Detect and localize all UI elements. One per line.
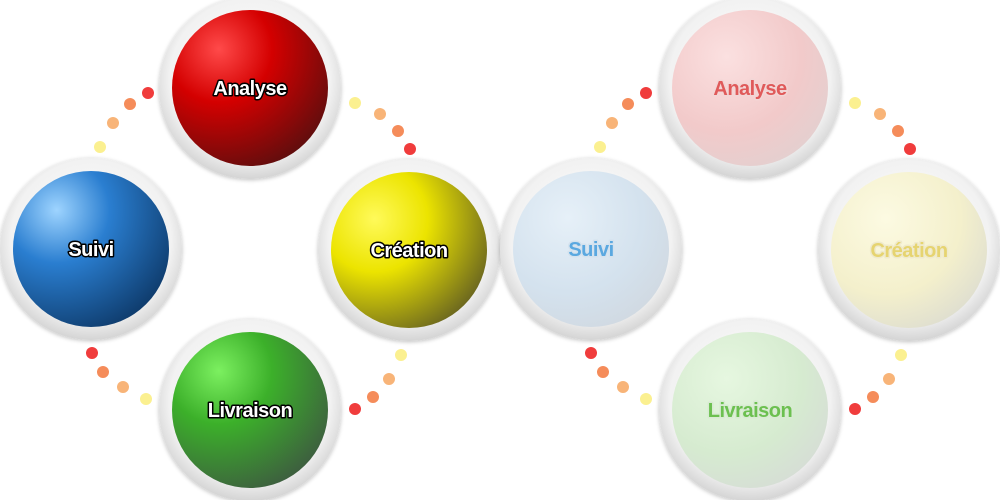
node-sphere: [172, 332, 328, 488]
node-sphere: [172, 10, 328, 166]
connector-dot: [374, 108, 386, 120]
node-label: Livraison: [708, 400, 792, 422]
node-suivi: Suivi: [500, 158, 682, 340]
node-sphere: [13, 171, 169, 327]
connector-dot: [892, 125, 904, 137]
node-label: Analyse: [213, 78, 287, 100]
connector-dot: [640, 393, 652, 405]
node-suivi: Suivi: [0, 158, 182, 340]
connector-dot: [895, 349, 907, 361]
node-label: Suivi: [568, 239, 613, 261]
connector-dot: [383, 373, 395, 385]
connector-dot: [874, 108, 886, 120]
connector-dot: [594, 141, 606, 153]
node-label: Suivi: [68, 239, 113, 261]
connector-dot: [392, 125, 404, 137]
node-sphere: [831, 172, 987, 328]
connector-dot: [622, 98, 634, 110]
connector-top-left: [594, 87, 652, 153]
connector-dot: [86, 347, 98, 359]
connector-dot: [904, 143, 916, 155]
connector-dot: [367, 391, 379, 403]
connector-dot: [617, 381, 629, 393]
connector-dot: [640, 87, 652, 99]
node-livraison: Livraison: [159, 319, 341, 500]
node-analyse: Analyse: [659, 0, 841, 179]
node-livraison: Livraison: [659, 319, 841, 500]
connector-dot: [97, 366, 109, 378]
connector-bottom-left: [585, 347, 652, 405]
connector-dot: [140, 393, 152, 405]
connector-dot: [883, 373, 895, 385]
connector-dot: [867, 391, 879, 403]
node-sphere: [513, 171, 669, 327]
connector-dot: [606, 117, 618, 129]
node-label: Analyse: [713, 78, 787, 100]
connector-dot: [117, 381, 129, 393]
connector-dot: [395, 349, 407, 361]
node-analyse: Analyse: [159, 0, 341, 179]
connector-dot: [404, 143, 416, 155]
connector-top-left: [94, 87, 154, 153]
connector-dot: [124, 98, 136, 110]
connector-dot: [94, 141, 106, 153]
connector-dot: [849, 97, 861, 109]
node-sphere: [672, 10, 828, 166]
node-label: Livraison: [208, 400, 292, 422]
connector-dot: [142, 87, 154, 99]
connector-top-right: [349, 97, 416, 155]
connector-bottom-right: [849, 349, 907, 415]
connector-dot: [597, 366, 609, 378]
node-creation: Création: [818, 159, 1000, 341]
node-label: Création: [370, 240, 447, 262]
node-creation: Création: [318, 159, 500, 341]
node-sphere: [331, 172, 487, 328]
connector-dot: [585, 347, 597, 359]
connector-top-right: [849, 97, 916, 155]
node-label: Création: [870, 240, 947, 262]
connector-bottom-right: [349, 349, 407, 415]
process-diagram-faded: Analyse Création Livraison Suivi: [500, 0, 1000, 500]
node-sphere: [672, 332, 828, 488]
connector-dot: [349, 97, 361, 109]
connector-dot: [849, 403, 861, 415]
process-diagram-solid: Analyse Création Livraison Suivi: [0, 0, 500, 500]
connector-dot: [107, 117, 119, 129]
connector-bottom-left: [86, 347, 152, 405]
connector-dot: [349, 403, 361, 415]
